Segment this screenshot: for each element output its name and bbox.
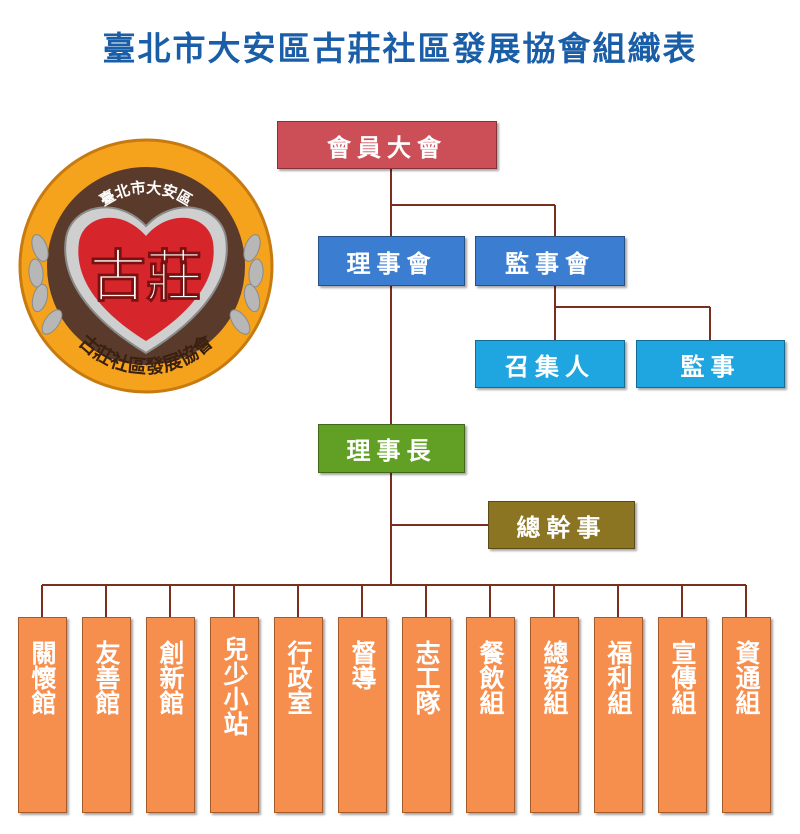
supervisor-box: 監事 — [636, 340, 785, 388]
unit-label: 關懷館 — [28, 640, 57, 715]
unit-box: 餐飲組 — [466, 617, 515, 813]
unit-label: 志工隊 — [412, 640, 441, 715]
unit-label: 友善館 — [92, 640, 121, 715]
unit-label: 宣傳組 — [668, 640, 697, 715]
secretary-general-box: 總幹事 — [488, 501, 635, 549]
unit-label: 行政室 — [284, 640, 313, 715]
supervisor-label: 監事 — [680, 352, 741, 381]
unit-box: 福利組 — [594, 617, 643, 813]
convener-label: 召集人 — [505, 352, 595, 381]
general-assembly-label: 會員大會 — [327, 133, 447, 162]
board-box: 理事會 — [318, 236, 465, 286]
chairman-box: 理事長 — [318, 424, 465, 473]
unit-box: 友善館 — [82, 617, 131, 813]
unit-box: 創新館 — [146, 617, 195, 813]
unit-box: 總務組 — [530, 617, 579, 813]
secretary-general-label: 總幹事 — [516, 513, 607, 542]
unit-label: 總務組 — [540, 640, 569, 715]
unit-label: 創新館 — [156, 640, 185, 715]
association-logo: 臺北市大安區 古莊 古莊社區發展協會 — [18, 138, 274, 394]
general-assembly-box: 會員大會 — [277, 121, 497, 169]
supervisors-box: 監事會 — [475, 236, 625, 286]
unit-box: 資通組 — [722, 617, 771, 813]
board-label: 理事會 — [346, 249, 437, 278]
unit-label: 資通組 — [732, 640, 761, 715]
unit-box: 宣傳組 — [658, 617, 707, 813]
unit-label: 兒少小站 — [220, 636, 249, 736]
unit-box: 兒少小站 — [210, 617, 259, 813]
convener-box: 召集人 — [475, 340, 625, 388]
page-title: 臺北市大安區古莊社區發展協會組織表 — [102, 29, 698, 68]
supervisors-label: 監事會 — [505, 249, 595, 278]
logo-center-text: 古莊 — [90, 245, 202, 310]
unit-box: 關懷館 — [18, 617, 67, 813]
unit-label: 福利組 — [604, 640, 633, 715]
unit-box: 行政室 — [274, 617, 323, 813]
unit-label: 督導 — [348, 640, 377, 690]
unit-box: 志工隊 — [402, 617, 451, 813]
unit-label: 餐飲組 — [476, 640, 505, 715]
unit-box: 督導 — [338, 617, 387, 813]
chairman-label: 理事長 — [346, 437, 437, 465]
